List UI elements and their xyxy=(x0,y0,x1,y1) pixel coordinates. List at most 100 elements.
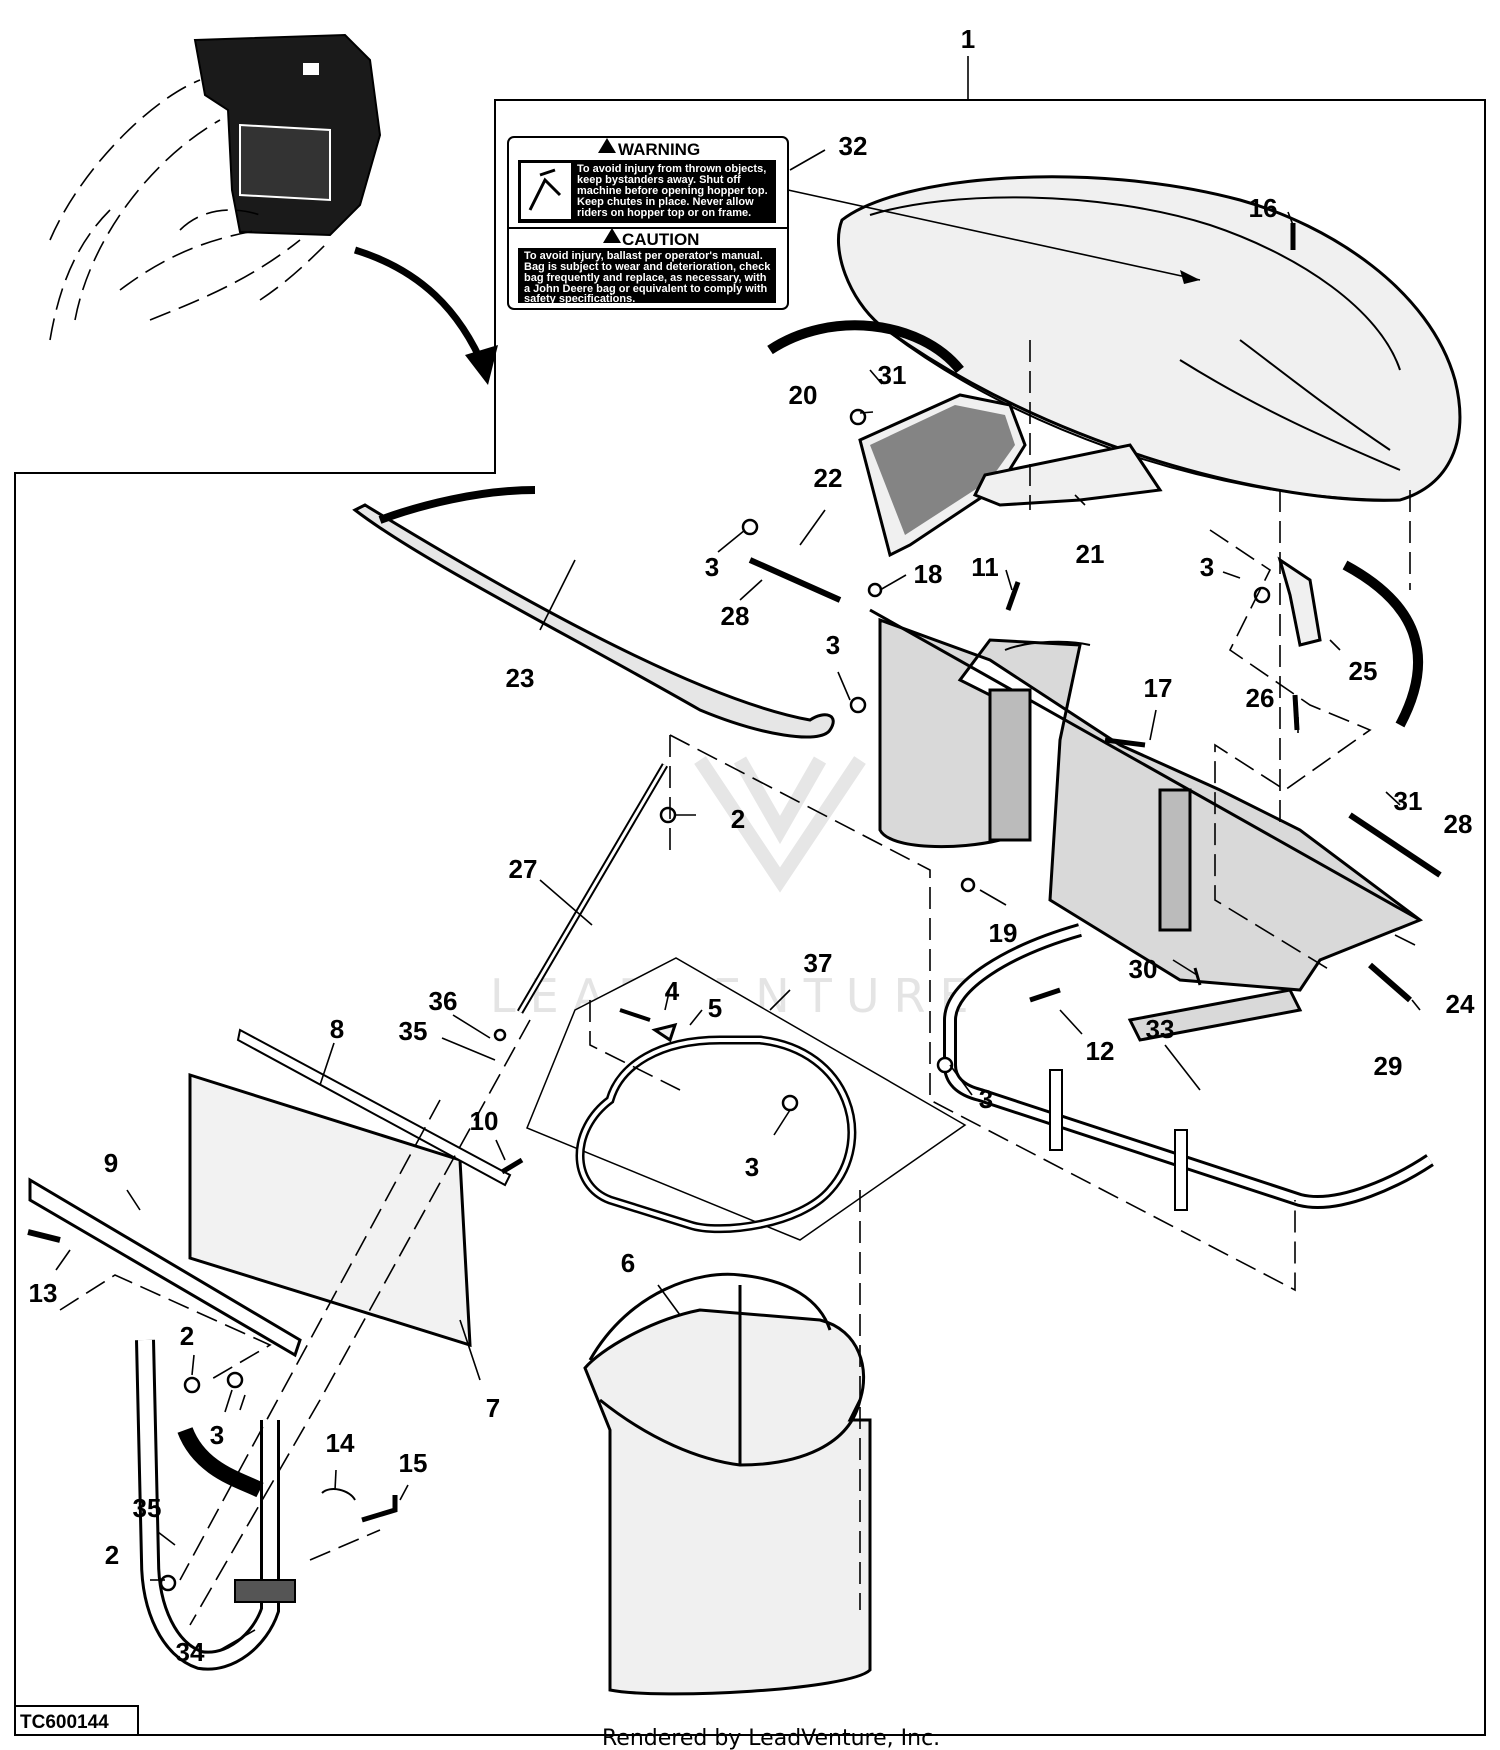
part-number-31-top: 31 xyxy=(878,360,907,390)
watermark-logo xyxy=(694,756,866,893)
part-number-20: 20 xyxy=(789,380,818,410)
nut-3-f xyxy=(226,1371,244,1389)
seal-31-right xyxy=(1342,560,1423,728)
rod-28-right xyxy=(1348,812,1442,878)
bolt-13 xyxy=(27,1229,61,1243)
part-number-12: 12 xyxy=(1086,1036,1115,1066)
nut-2-c xyxy=(159,1574,177,1592)
nut-2-b xyxy=(183,1376,201,1394)
footer-credit: Rendered by LeadVenture, Inc. xyxy=(602,1726,940,1750)
part-number-2-a: 2 xyxy=(731,804,745,834)
bolt-4 xyxy=(619,1008,651,1022)
part-number-1: 1 xyxy=(961,24,975,54)
part-number-24: 24 xyxy=(1446,989,1475,1019)
base-plate-37 xyxy=(526,957,967,1241)
panel-7 xyxy=(188,1072,472,1348)
part-number-2-c: 2 xyxy=(105,1540,119,1570)
warning-line-5: riders on hopper top or on frame. xyxy=(577,207,751,219)
handle-34 xyxy=(135,1339,296,1671)
inset-tractor-view xyxy=(49,33,498,385)
part-number-25: 25 xyxy=(1349,656,1378,686)
part-number-23: 23 xyxy=(506,663,535,693)
bolt-11 xyxy=(1005,581,1021,611)
clip-14 xyxy=(321,1488,356,1501)
part-number-3-a: 3 xyxy=(705,552,719,582)
caution-line-5: safety specifications. xyxy=(524,293,635,305)
part-number-3-e: 3 xyxy=(745,1152,759,1182)
pin-30 xyxy=(1193,967,1202,986)
part-number-2-b: 2 xyxy=(180,1321,194,1351)
caution-line-2: Bag is subject to wear and deterioration… xyxy=(524,261,771,273)
part-number-16: 16 xyxy=(1249,193,1278,223)
part-number-labels: 1 32 16 31 20 22 21 3 28 18 11 3 25 23 3… xyxy=(29,24,1475,1667)
nut-3-b xyxy=(849,696,867,714)
part-number-33: 33 xyxy=(1146,1014,1175,1044)
part-number-5: 5 xyxy=(708,993,722,1023)
washer-36 xyxy=(493,1028,507,1042)
warning-decal: WARNING To avoid injury from thrown obje… xyxy=(507,136,1201,310)
part-number-17: 17 xyxy=(1144,673,1173,703)
part-number-14: 14 xyxy=(326,1428,355,1458)
figure-id-box: TC600144 xyxy=(14,1705,139,1736)
part-number-3-c: 3 xyxy=(1200,552,1214,582)
bracket-25 xyxy=(1277,556,1322,647)
part-number-15: 15 xyxy=(399,1448,428,1478)
grass-bag-6 xyxy=(583,1272,872,1696)
bar-9 xyxy=(28,1177,302,1358)
warning-line-1: To avoid injury from thrown objects, xyxy=(577,163,766,175)
part-number-11: 11 xyxy=(971,552,999,582)
rod-29 xyxy=(1368,962,1412,1003)
part-number-3-d: 3 xyxy=(979,1084,993,1114)
part-number-28-right: 28 xyxy=(1444,809,1473,839)
part-number-6: 6 xyxy=(621,1248,635,1278)
pin-15 xyxy=(361,1495,398,1523)
part-number-32: 32 xyxy=(839,131,868,161)
part-number-28-left: 28 xyxy=(721,601,750,631)
warning-line-4: Keep chutes in place. Never allow xyxy=(577,196,754,208)
figure-id: TC600144 xyxy=(20,1712,109,1733)
washer-18 xyxy=(867,582,883,598)
part-number-10: 10 xyxy=(470,1106,499,1136)
part-number-3-f: 3 xyxy=(210,1420,224,1450)
caution-line-1: To avoid injury, ballast per operator's … xyxy=(524,250,763,262)
nut-2-a xyxy=(659,806,677,824)
part-number-13: 13 xyxy=(29,1278,58,1308)
hopper-top-cover xyxy=(837,175,1462,502)
bolt-17 xyxy=(1104,737,1146,748)
leader-lines xyxy=(55,211,1421,1651)
alignment-lines xyxy=(59,340,1411,1626)
caution-line-3: bag frequently and replace, as necessary… xyxy=(524,272,767,284)
strip-8 xyxy=(236,1028,512,1187)
part-number-34: 34 xyxy=(176,1637,205,1667)
caution-title: CAUTION xyxy=(622,230,699,249)
seal-31-top xyxy=(767,320,964,374)
flap-23-top xyxy=(378,486,536,524)
warning-line-2: keep bystanders away. Shut off xyxy=(577,174,741,186)
part-number-8: 8 xyxy=(330,1014,344,1044)
clip-5 xyxy=(651,1022,678,1043)
bolt-10 xyxy=(500,1157,524,1175)
part-number-31-right: 31 xyxy=(1394,786,1423,816)
rod-28-left xyxy=(748,557,842,603)
caution-line-4: a John Deere bag or equivalent to comply… xyxy=(524,283,768,295)
part-number-35-top: 35 xyxy=(399,1016,428,1046)
warning-line-3: machine before opening hopper top. xyxy=(577,185,768,197)
part-number-18: 18 xyxy=(914,559,943,589)
bolt-12 xyxy=(1029,987,1061,1003)
part-number-22: 22 xyxy=(814,463,843,493)
part-number-9: 9 xyxy=(104,1148,118,1178)
part-number-37: 37 xyxy=(804,948,833,978)
part-number-26: 26 xyxy=(1246,683,1275,713)
part-number-35-bottom: 35 xyxy=(133,1493,162,1523)
part-number-29: 29 xyxy=(1374,1051,1403,1081)
part-number-36: 36 xyxy=(429,986,458,1016)
part-number-19: 19 xyxy=(989,918,1018,948)
bolt-26 xyxy=(1292,694,1300,731)
frame-33 xyxy=(943,923,1434,1211)
rivet-19 xyxy=(960,877,976,893)
nut-3-e xyxy=(781,1094,799,1112)
part-number-21: 21 xyxy=(1076,539,1105,569)
part-number-4: 4 xyxy=(665,976,680,1006)
screen-panel xyxy=(858,393,1027,558)
